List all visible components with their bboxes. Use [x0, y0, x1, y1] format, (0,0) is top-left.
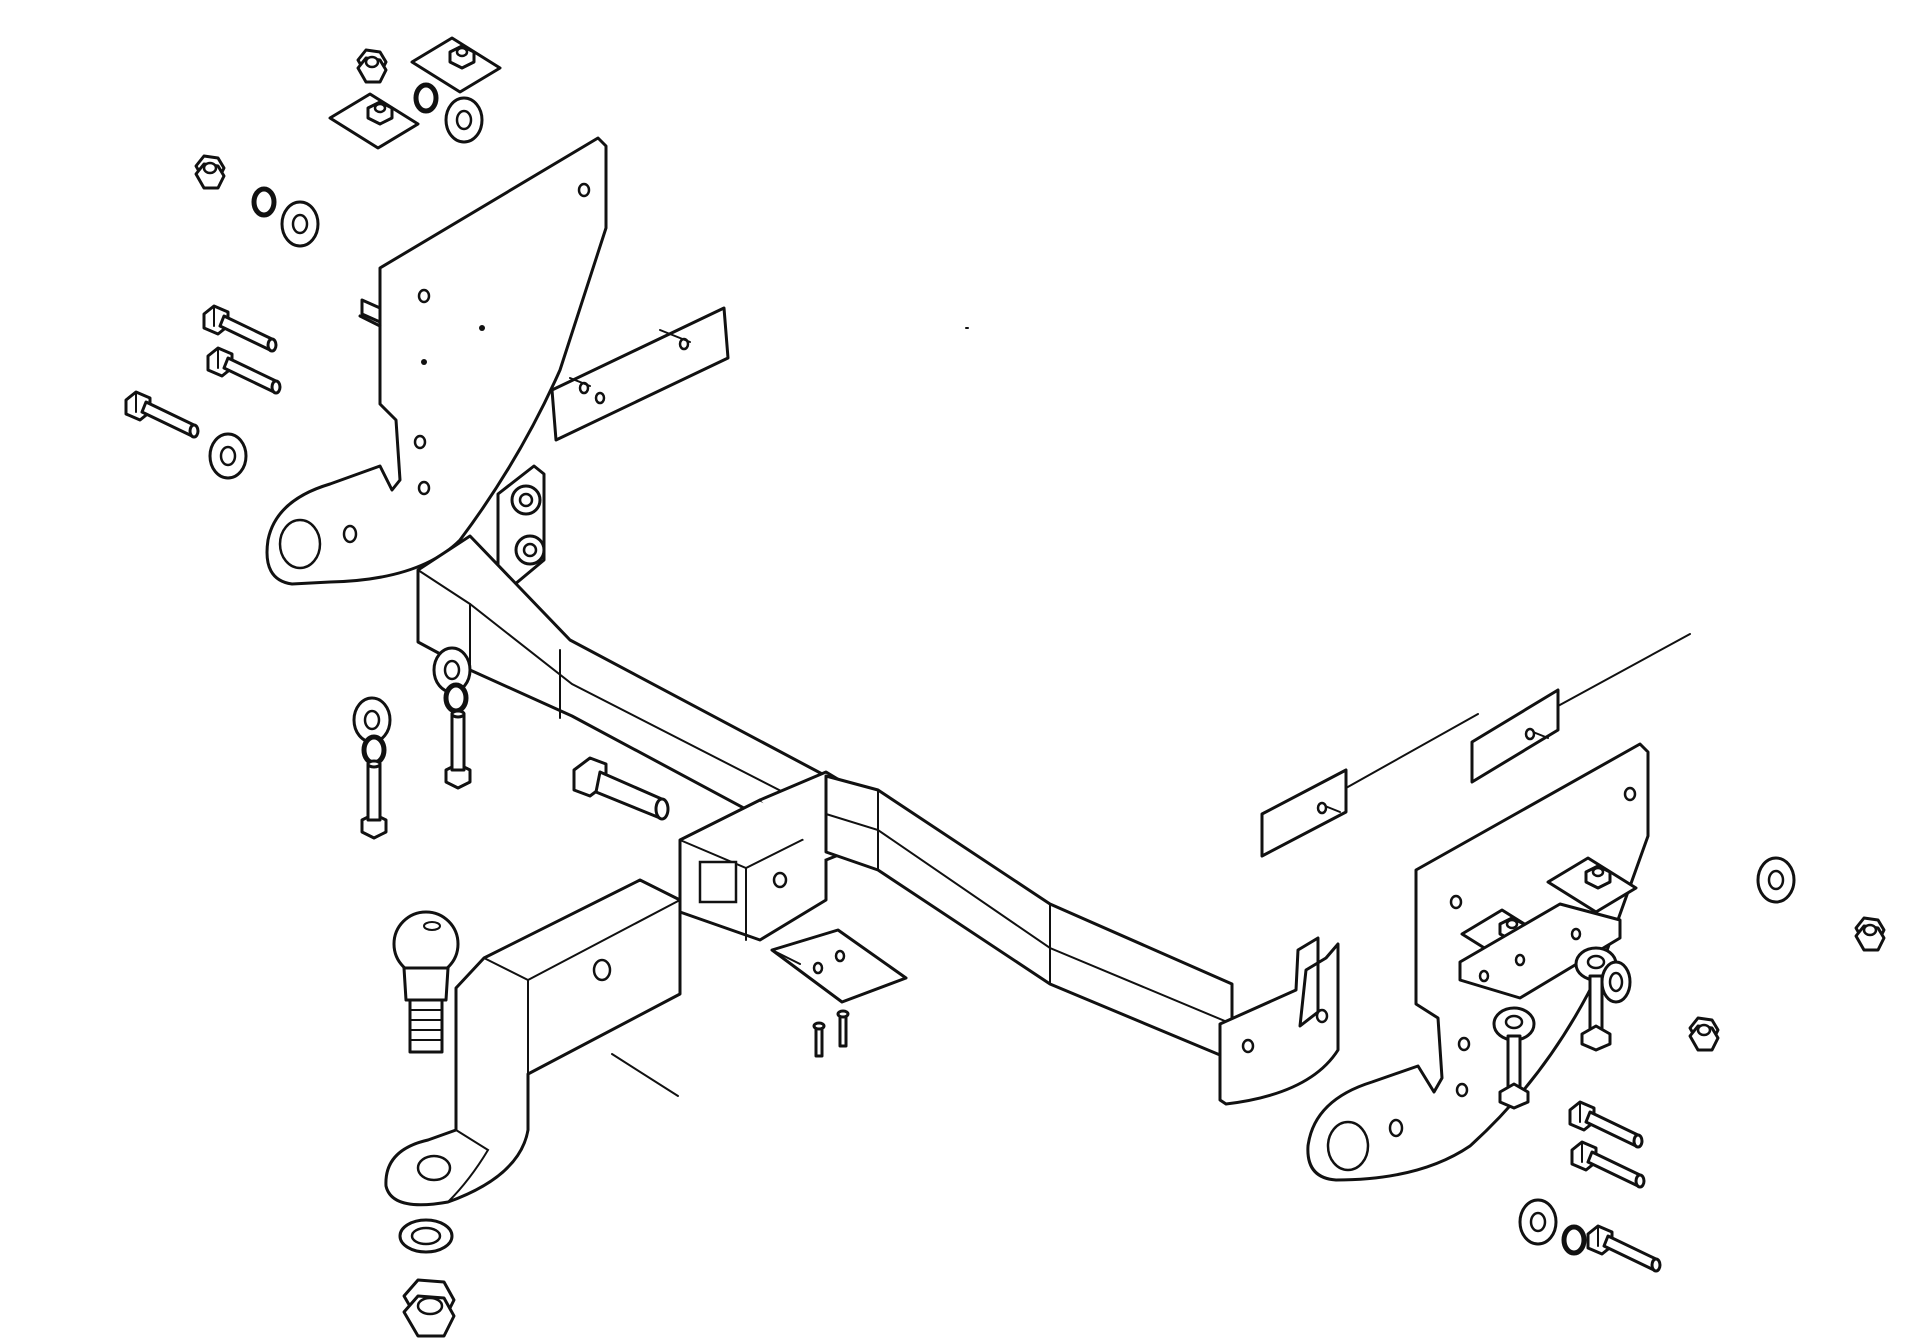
hex-bolt-right-3 [1586, 1224, 1662, 1273]
left-side-bracket [265, 136, 608, 586]
lock-washer-top [416, 85, 436, 111]
hex-nut-left [194, 154, 226, 190]
cage-nut-plate-top-2 [328, 92, 420, 150]
lock-washer-under-2 [364, 737, 384, 763]
washer-right-2 [1518, 1198, 1558, 1246]
hex-bolt-left-1 [202, 304, 278, 353]
washer-ball [398, 1218, 454, 1254]
wire-left [611, 1053, 679, 1097]
washer-spacer-right [1600, 960, 1632, 1004]
hex-bolt-left-3 [124, 390, 200, 439]
hex-nut-top [356, 48, 388, 84]
tow-ball [392, 910, 460, 1054]
carriage-bolt-right-1 [1492, 1006, 1536, 1110]
hex-nut-right-2 [1688, 1016, 1720, 1052]
ball-mount [384, 878, 682, 1207]
washer-left-2 [208, 432, 248, 480]
lock-washer-left [254, 189, 274, 215]
washer-right-1 [1756, 856, 1796, 904]
spacer-plate-left [550, 306, 730, 442]
hex-bolt-left-2 [206, 346, 282, 395]
spacer-plate-right-1 [1260, 713, 1479, 858]
lock-washer-right [1564, 1227, 1584, 1253]
spacer-plate-right-2 [1470, 633, 1691, 784]
hitch-pin [572, 756, 670, 821]
washer-top [444, 96, 484, 144]
small-plate [770, 928, 908, 1004]
hex-nut-ball [402, 1278, 456, 1338]
hex-nut-right-1 [1854, 916, 1886, 952]
hex-bolt-right-2 [1570, 1140, 1646, 1189]
screw-1 [812, 1021, 826, 1058]
nut-plate-strip [1458, 902, 1622, 1000]
lock-washer-under-1 [446, 685, 466, 711]
hex-bolt-vertical-2 [360, 759, 388, 840]
washer-left [280, 200, 320, 248]
screw-2 [836, 1009, 850, 1048]
hex-bolt-vertical-1 [444, 709, 472, 790]
crossbar [416, 464, 1340, 1106]
hex-bolt-right-1 [1568, 1100, 1644, 1149]
